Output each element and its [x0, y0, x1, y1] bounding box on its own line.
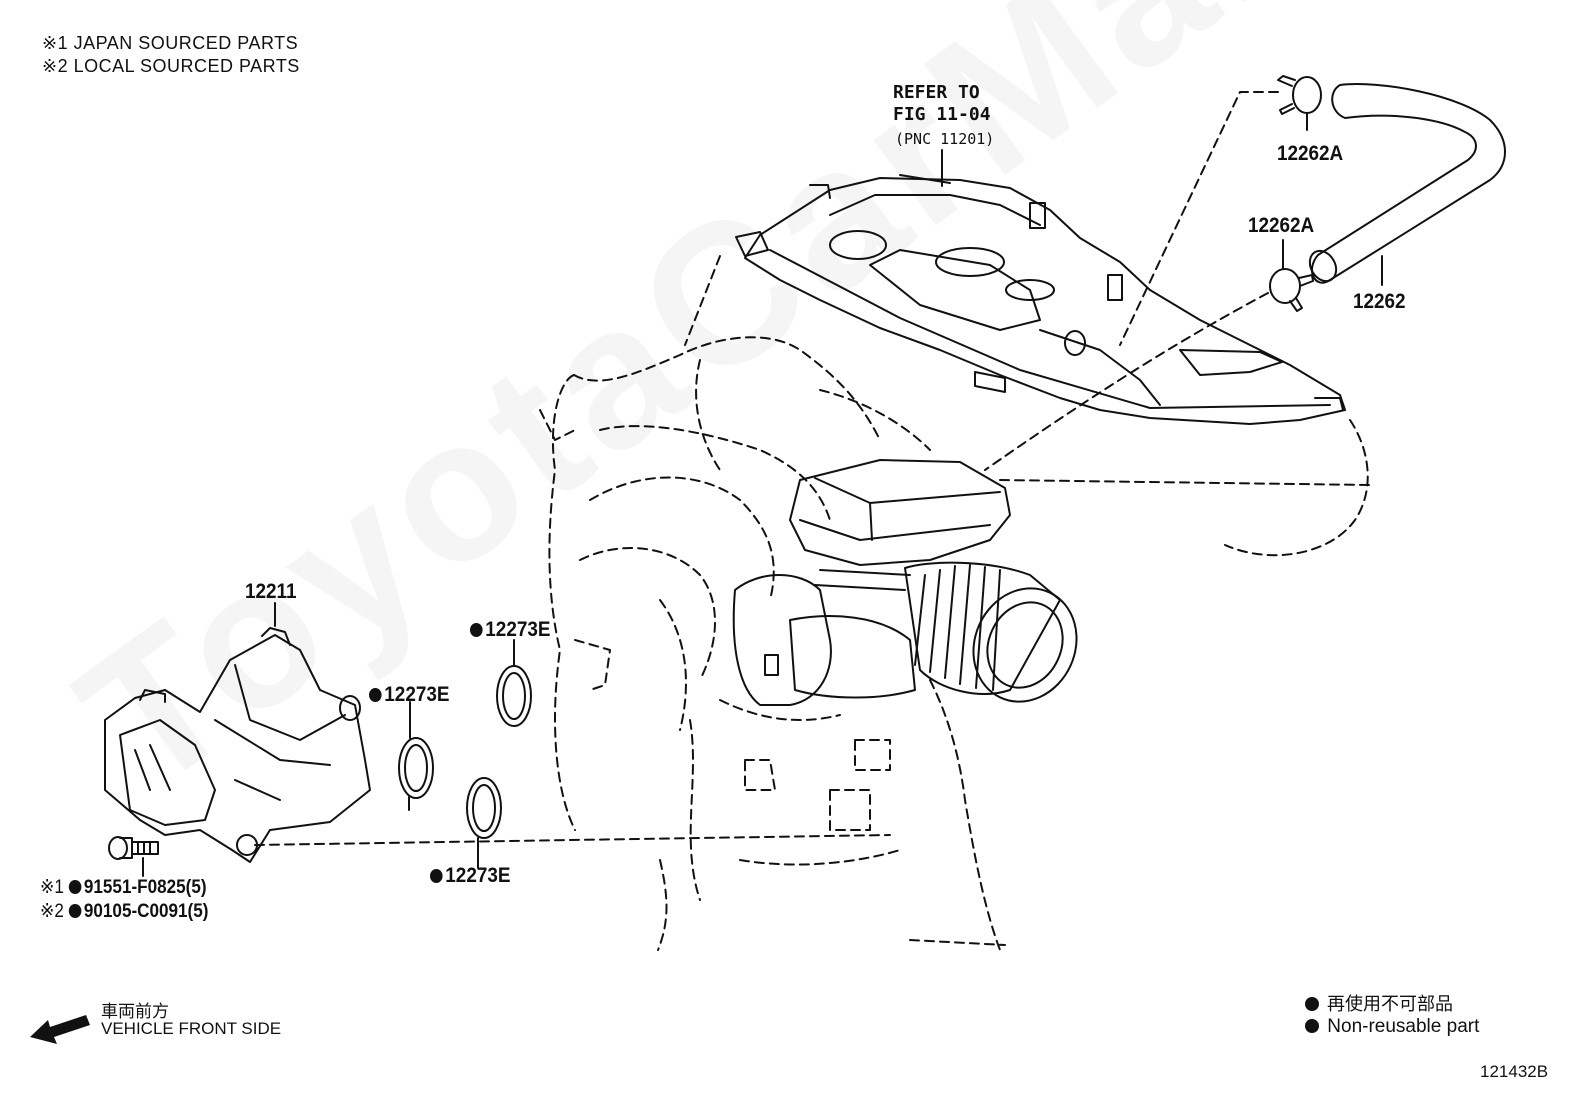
legend-en-row: Non-reusable part — [1305, 1016, 1479, 1038]
note-japan-sourced: ※1 JAPAN SOURCED PARTS — [42, 33, 299, 53]
note-local-sourced: ※2 LOCAL SOURCED PARTS — [42, 56, 300, 76]
gasket-c — [466, 777, 502, 869]
gasket-c-label: 12273E — [445, 864, 511, 887]
legend-en: Non-reusable part — [1327, 1016, 1480, 1037]
callout-gasket-c: 12273E — [430, 864, 510, 888]
callout-bolt-japan: ※1 91551-F0825(5) — [40, 876, 207, 899]
insulator-12211 — [104, 609, 371, 863]
gasket-b — [496, 639, 532, 727]
figure-id: 121432B — [1480, 1062, 1549, 1081]
intake-connector — [732, 459, 1078, 706]
filled-dot-icon — [1305, 1019, 1319, 1033]
refer-line-2: FIG 11-04 — [893, 104, 991, 125]
legend-jp: 再使用不可部品 — [1327, 994, 1454, 1014]
cylinder-head-cover — [735, 174, 1346, 425]
bolt-icon — [108, 836, 159, 860]
callout-clamp-top: 12262A — [1277, 142, 1344, 165]
refer-line-3: (PNC 11201) — [895, 130, 995, 148]
gasket-b-label: 12273E — [485, 618, 551, 641]
callout-gasket-a: 12273E — [369, 683, 449, 707]
vent-hose — [1308, 83, 1506, 284]
direction-jp: 車両前方 — [101, 1002, 169, 1021]
callout-clamp-mid: 12262A — [1248, 214, 1315, 237]
callout-hose: 12262 — [1353, 290, 1406, 313]
bolt-jp-mark: ※1 — [40, 877, 64, 898]
gasket-a — [398, 701, 434, 811]
clamp-mid — [1269, 239, 1314, 312]
gasket-a-label: 12273E — [384, 683, 450, 706]
filled-dot-icon — [369, 688, 382, 702]
callout-gasket-b: 12273E — [470, 618, 550, 642]
legend-jp-row: 再使用不可部品 — [1305, 990, 1453, 1016]
refer-line-1: REFER TO — [893, 82, 980, 103]
filled-dot-icon — [470, 623, 483, 637]
assembly-leaders — [254, 91, 1279, 846]
bolt-local-number: 90105-C0091(5) — [83, 901, 209, 922]
callout-insulator: 12211 — [245, 580, 297, 603]
bolt-jp-number: 91551-F0825(5) — [83, 877, 207, 898]
clamp-top — [1277, 75, 1322, 131]
filled-dot-icon — [68, 880, 82, 894]
callout-bolt-local: ※2 90105-C0091(5) — [40, 900, 208, 923]
filled-dot-icon — [1305, 997, 1319, 1011]
arrow-left-icon — [30, 1015, 90, 1044]
filled-dot-icon — [430, 869, 443, 883]
direction-en: VEHICLE FRONT SIDE — [101, 1019, 282, 1038]
bolt-local-mark: ※2 — [40, 901, 64, 922]
engine-outline — [539, 336, 1371, 951]
filled-dot-icon — [68, 904, 82, 918]
